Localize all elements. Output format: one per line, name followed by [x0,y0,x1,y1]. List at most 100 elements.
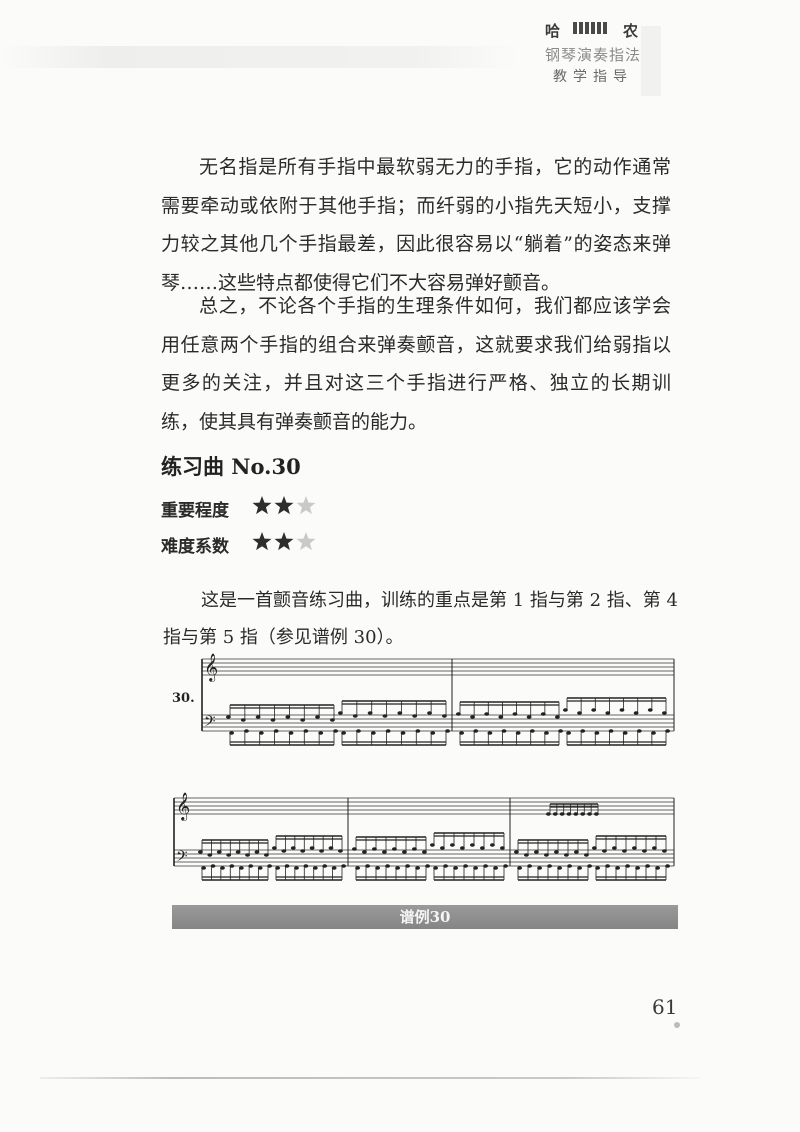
note-head [534,850,539,854]
difficulty-stars [252,532,316,551]
music-score-system-1: 𝄞𝄢 [201,653,675,746]
bass-clef-icon: 𝄢 [176,848,188,869]
note-head [453,866,458,870]
note-head [402,850,407,854]
note-head [515,731,521,735]
note-head [397,711,403,715]
note-head [605,711,611,715]
note-head [612,846,617,850]
note-head [267,864,272,868]
note-head [362,850,367,854]
bass-clef-icon: 𝄢 [204,713,216,734]
note-head [559,812,565,816]
note-head [564,853,569,857]
note-head [322,864,328,868]
piano-keys-icon [573,22,609,34]
note-head [433,866,438,870]
note-head [264,853,269,857]
note-head [605,864,610,868]
note-head [254,850,260,854]
note-head [546,812,551,816]
note-head [220,866,225,870]
importance-label: 重要程度 [161,501,229,521]
note-head [328,846,334,850]
star-filled-icon [274,496,294,515]
note-head [480,846,485,850]
note-head [537,866,542,870]
note-head [290,846,296,850]
note-head [526,715,532,719]
treble-clef-icon: 𝄞 [204,653,218,682]
note-head [382,714,388,718]
note-head [330,718,335,722]
note-head [385,729,391,733]
note-head [392,847,397,851]
note-head [500,846,505,850]
note-head [226,853,232,857]
note-head [415,729,421,733]
note-head [595,866,600,870]
note-head [555,715,560,719]
note-head [365,864,370,868]
note-head [216,850,222,854]
note-head [258,731,264,735]
note-head [527,864,532,868]
note-head [425,864,430,868]
note-head [395,866,400,870]
paragraph-conclusion: 总之，不论各个手指的生理条件如何，我们都应该学会用任意两个手指的组合来弹奏颤音，… [161,295,671,433]
note-head [284,864,290,868]
note-head [633,711,639,715]
note-head [625,864,630,868]
note-head [270,718,276,722]
note-head [580,812,586,816]
note-head [415,866,420,870]
star-filled-icon [252,532,272,551]
note-head [456,712,461,716]
note-head [662,711,667,715]
note-head [450,843,455,847]
note-head [372,847,377,851]
note-head [400,731,406,735]
note-head [566,812,572,816]
note-head [622,849,627,853]
note-head [257,866,263,870]
note-head [303,864,309,868]
note-head [574,850,579,854]
note-head [352,714,358,718]
note-head [273,729,279,733]
note-head [490,843,495,847]
note-head [622,731,628,735]
note-head [632,846,637,850]
header-subtitle-2: 教学指导 [553,69,633,85]
note-head [240,718,246,722]
note-head [427,711,432,715]
note-head [484,712,490,716]
note-head [288,731,294,735]
note-head [652,846,657,850]
note-head [201,866,206,870]
note-head [544,731,549,735]
note-head [665,729,670,733]
note-head [318,731,324,735]
music-score-system-2: 𝄞𝄢 [173,792,675,881]
note-head [517,866,522,870]
note-head [422,850,427,854]
note-head [544,853,549,857]
note-head [473,866,478,870]
note-head [503,864,508,868]
note-head [440,846,445,850]
note-head [512,712,518,716]
bottom-rule [40,1077,700,1079]
note-head [303,729,309,733]
note-head [235,850,241,854]
note-head [615,866,620,870]
note-head [207,853,213,857]
note-head [294,866,299,870]
note-head [580,729,586,733]
note-head [463,864,468,868]
note-head [229,731,234,735]
star-filled-icon [252,496,272,515]
note-head [412,847,417,851]
note-head [552,812,558,816]
note-head [430,843,435,847]
